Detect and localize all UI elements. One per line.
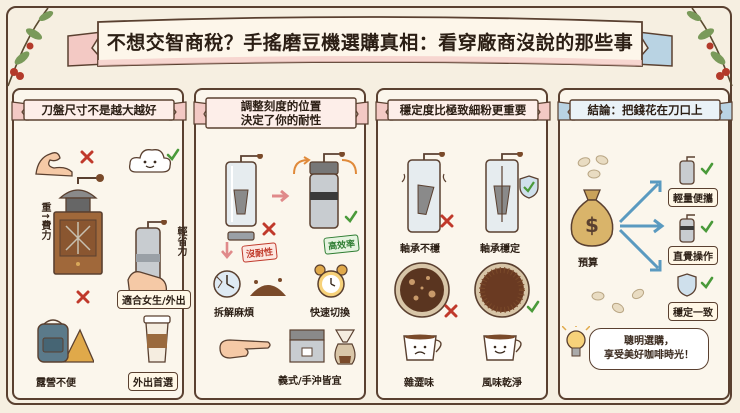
espresso-machine-icon bbox=[289, 329, 325, 363]
rotate-arrows-icon bbox=[293, 156, 357, 175]
panel-burr-size: 刀盤尺寸不是越大越好 重↑費力 輕省力 適合女生/ bbox=[11, 88, 191, 400]
outdoor-label: 外出首選 bbox=[128, 372, 178, 391]
coffee-branch-right-icon bbox=[686, 7, 733, 87]
lightweight-label: 輕量便攜 bbox=[668, 188, 718, 207]
pointing-hand-icon bbox=[219, 339, 271, 359]
green-check-icon bbox=[700, 276, 714, 290]
green-check-icon bbox=[166, 148, 180, 162]
panel-heading-ribbon: 穩定度比極致細粉更重要 bbox=[372, 96, 554, 126]
red-x-icon bbox=[444, 304, 458, 318]
coffee-beans-icon bbox=[577, 155, 609, 179]
bubble-line2: 享受美好咖啡時光！ bbox=[604, 350, 694, 361]
light-effort-label: 輕省力 bbox=[175, 226, 186, 256]
espresso-pourover-label: 義式/手沖皆宜 bbox=[278, 376, 342, 387]
red-x-icon bbox=[80, 150, 94, 164]
coffee-grounds-pile-icon bbox=[250, 278, 286, 296]
top-adjust-grinder-icon bbox=[309, 152, 345, 229]
title-banner: 不想交智商稅？手搖磨豆機選購真相：看穿廠商沒說的那些事 bbox=[62, 14, 678, 80]
green-check-icon bbox=[344, 210, 358, 224]
clean-taste-label: 風味乾淨 bbox=[482, 378, 522, 389]
sad-coffee-cup-icon bbox=[403, 334, 442, 361]
panel-heading: 結論：把錢花在刀口上 bbox=[587, 103, 703, 117]
uneven-grounds-bowl-icon bbox=[394, 262, 450, 318]
happy-cloud-icon bbox=[128, 149, 172, 173]
panel-heading-ribbon: 結論：把錢花在刀口上 bbox=[554, 96, 736, 126]
red-x-icon bbox=[440, 214, 454, 228]
mini-grinder-icon bbox=[679, 214, 695, 243]
unstable-bearing-grinder-icon bbox=[401, 152, 447, 233]
mixed-taste-label: 雜澀味 bbox=[404, 378, 434, 389]
camping-backpack-icon bbox=[37, 319, 94, 363]
large-wooden-grinder-icon bbox=[53, 174, 104, 275]
alarm-clock-icon bbox=[314, 264, 348, 298]
muscle-arm-icon bbox=[35, 152, 73, 177]
heavy-effort-label: 重↑費力 bbox=[39, 202, 50, 241]
takeaway-coffee-cup-icon bbox=[143, 315, 171, 363]
efficient-tag: 高效率 bbox=[323, 234, 360, 255]
shield-check-icon bbox=[519, 175, 539, 199]
coffee-beans-icon bbox=[591, 288, 645, 314]
coffee-branch-left-icon bbox=[7, 7, 54, 87]
consistent-label: 穩定一致 bbox=[668, 302, 718, 321]
panel-heading-ribbon: 調整刻度的位置 決定了你的耐性 bbox=[190, 96, 372, 129]
panel-heading-line2: 決定了你的耐性 bbox=[240, 113, 322, 127]
stable-label: 軸承穩定 bbox=[480, 244, 520, 255]
arrows-fan-out-icon bbox=[618, 180, 665, 272]
happy-coffee-cup-icon bbox=[483, 334, 522, 361]
svg-text:$: $ bbox=[585, 213, 599, 237]
even-grounds-bowl-icon bbox=[474, 262, 530, 318]
money-bag-icon: $ bbox=[570, 189, 614, 247]
arrow-right-icon bbox=[272, 189, 290, 203]
panel-heading: 穩定度比極致細粉更重要 bbox=[399, 103, 527, 117]
arrow-down-icon bbox=[221, 242, 233, 260]
camping-label: 露營不便 bbox=[36, 378, 76, 389]
stopwatch-broken-icon bbox=[213, 270, 241, 298]
conclusion-speech-bubble: 聰明選購， 享受美好咖啡時光！ bbox=[589, 328, 709, 370]
page-title: 不想交智商稅？手搖磨豆機選購真相：看穿廠商沒說的那些事 bbox=[106, 32, 634, 54]
stable-bearing-grinder-icon bbox=[485, 152, 523, 233]
outer-frame bbox=[6, 6, 732, 405]
mini-grinder-icon bbox=[679, 156, 695, 185]
intuitive-label: 直覺操作 bbox=[668, 246, 718, 265]
bottom-adjust-grinder-icon bbox=[225, 154, 263, 241]
green-check-icon bbox=[526, 300, 540, 314]
green-check-icon bbox=[700, 220, 714, 234]
quick-switch-label: 快速切換 bbox=[310, 308, 350, 319]
panel-adjustment-position: 調整刻度的位置 決定了你的耐性 沒耐性 高效率 bbox=[193, 88, 369, 400]
portable-label: 適合女生/外出 bbox=[117, 290, 191, 309]
panel-heading: 刀盤尺寸不是越大越好 bbox=[41, 103, 157, 117]
unstable-label: 軸承不穩 bbox=[400, 244, 440, 255]
shield-check-icon bbox=[677, 273, 697, 297]
lightbulb-icon bbox=[562, 326, 590, 357]
bubble-line1: 聰明選購， bbox=[624, 336, 674, 347]
panel-heading-ribbon: 刀盤尺寸不是越大越好 bbox=[8, 96, 190, 126]
red-x-icon bbox=[262, 222, 276, 236]
green-check-icon bbox=[700, 162, 714, 176]
budget-label: 預算 bbox=[578, 258, 598, 269]
pour-over-kettle-icon bbox=[334, 329, 356, 365]
hassle-label: 拆解麻煩 bbox=[214, 308, 254, 319]
panel-stability: 穩定度比極致細粉更重要 軸承不穩 軸承穩定 bbox=[375, 88, 551, 400]
panel-heading-line1: 調整刻度的位置 bbox=[240, 99, 322, 113]
red-x-icon bbox=[76, 290, 90, 304]
no-patience-tag: 沒耐性 bbox=[241, 242, 278, 263]
